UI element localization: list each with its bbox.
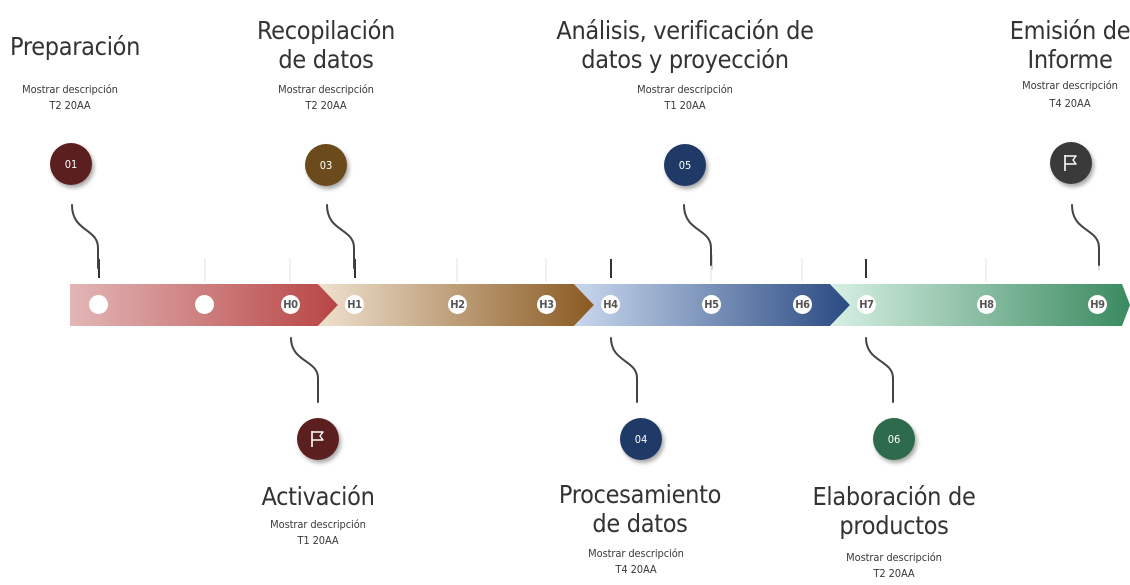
milestone-badge-emision <box>1050 142 1092 184</box>
milestone-date-emision: T4 20AA <box>1049 97 1091 110</box>
milestone-number: 05 <box>678 158 692 172</box>
hito-h4: H4 <box>601 295 620 314</box>
milestone-date-procesamiento: T4 20AA <box>615 563 657 576</box>
milestone-desc-elaboracion: Mostrar descripción <box>846 551 942 564</box>
connector-01 <box>71 204 99 269</box>
connector-03 <box>326 204 355 269</box>
milestone-date-recopilacion: T2 20AA <box>305 99 347 112</box>
flag-icon <box>1064 155 1077 171</box>
milestone-title-procesamiento: Procesamiento de datos <box>558 480 722 538</box>
hito-h0: H0 <box>281 295 300 314</box>
milestone-number: 04 <box>634 432 648 446</box>
milestone-title-preparacion: Preparación <box>10 32 141 61</box>
milestone-badge-06: 06 <box>873 418 915 460</box>
hito-h9: H9 <box>1088 295 1107 314</box>
hito-h7: H7 <box>857 295 876 314</box>
hito-h2: H2 <box>448 295 467 314</box>
milestone-title-elaboracion: Elaboración de productos <box>812 482 976 540</box>
milestone-desc-analisis: Mostrar descripción <box>637 83 733 96</box>
connector-05 <box>683 204 712 266</box>
milestone-title-emision: Emisión de Informe <box>1009 16 1130 74</box>
milestone-number: 03 <box>319 158 333 172</box>
milestone-badge-01: 01 <box>50 143 92 185</box>
milestone-date-activacion: T1 20AA <box>297 534 339 547</box>
connector-06 <box>865 337 894 403</box>
milestone-date-elaboracion: T2 20AA <box>873 567 915 580</box>
milestone-desc-emision: Mostrar descripción <box>1022 79 1118 92</box>
blank-dot <box>195 295 214 314</box>
milestone-number: 01 <box>64 157 78 171</box>
milestone-title-activacion: Activación <box>261 482 375 511</box>
milestone-badge-04: 04 <box>620 418 662 460</box>
milestone-desc-recopilacion: Mostrar descripción <box>278 83 374 96</box>
hito-h1: H1 <box>345 295 364 314</box>
milestone-badge-05: 05 <box>664 144 706 186</box>
hito-h8: H8 <box>977 295 996 314</box>
connector-activacion <box>290 337 319 403</box>
flag-icon <box>311 431 324 447</box>
milestone-title-analisis: Análisis, verificación de datos y proyec… <box>556 16 814 74</box>
hito-h5: H5 <box>702 295 721 314</box>
milestone-date-analisis: T1 20AA <box>664 99 706 112</box>
blank-dot <box>89 295 108 314</box>
connector-emision <box>1071 204 1100 266</box>
milestone-title-recopilacion: Recopilación de datos <box>256 16 396 74</box>
milestone-badge-03: 03 <box>305 144 347 186</box>
hito-h3: H3 <box>537 295 556 314</box>
milestone-desc-activacion: Mostrar descripción <box>270 518 366 531</box>
connector-04 <box>610 337 638 403</box>
milestone-desc-preparacion: Mostrar descripción <box>22 83 118 96</box>
milestone-number: 06 <box>887 432 901 446</box>
milestone-desc-procesamiento: Mostrar descripción <box>588 547 684 560</box>
milestone-badge-activacion <box>297 418 339 460</box>
hito-h6: H6 <box>793 295 812 314</box>
milestone-date-preparacion: T2 20AA <box>49 99 91 112</box>
